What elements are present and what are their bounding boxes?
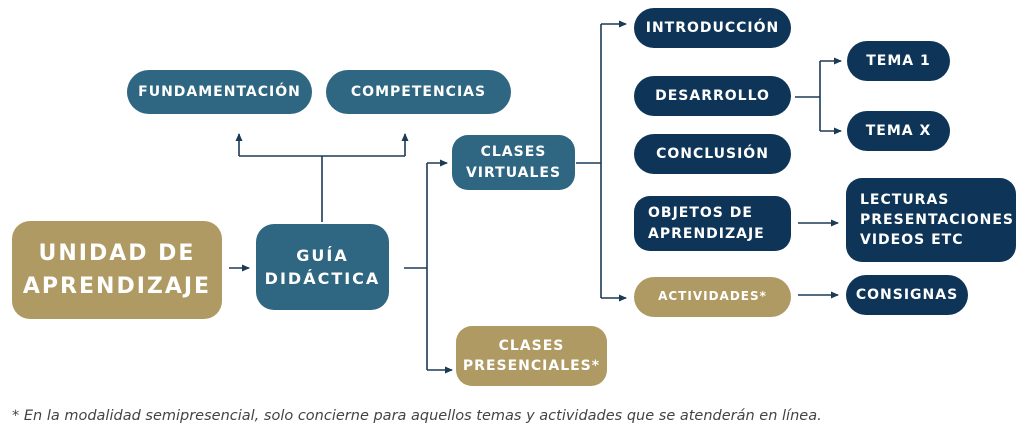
consignas-node: CONSIGNAS — [846, 275, 968, 315]
objetos-de-aprendizaje-node: OBJETOS DE APRENDIZAJE — [634, 196, 791, 251]
clases-presenciales-node: CLASES PRESENCIALES* — [456, 326, 607, 386]
actividades-node: ACTIVIDADES* — [634, 277, 791, 317]
unidad-de-aprendizaje-node: UNIDAD DE APRENDIZAJE — [12, 221, 222, 319]
lecturas-presentaciones-videos-node: LECTURAS PRESENTACIONES VIDEOS ETC — [846, 178, 1016, 262]
guia-didactica-node: GUÍA DIDÁCTICA — [256, 224, 389, 310]
desarrollo-node: DESARROLLO — [634, 76, 791, 116]
tema-x-node: TEMA X — [847, 111, 950, 151]
footnote: * En la modalidad semipresencial, solo c… — [12, 408, 822, 424]
conclusion-node: CONCLUSIÓN — [634, 134, 791, 174]
fundamentacion-node: FUNDAMENTACIÓN — [127, 70, 312, 114]
clases-virtuales-node: CLASES VIRTUALES — [452, 135, 575, 190]
introduccion-node: INTRODUCCIÓN — [634, 8, 791, 48]
tema-1-node: TEMA 1 — [847, 41, 950, 81]
competencias-node: COMPETENCIAS — [326, 70, 511, 114]
